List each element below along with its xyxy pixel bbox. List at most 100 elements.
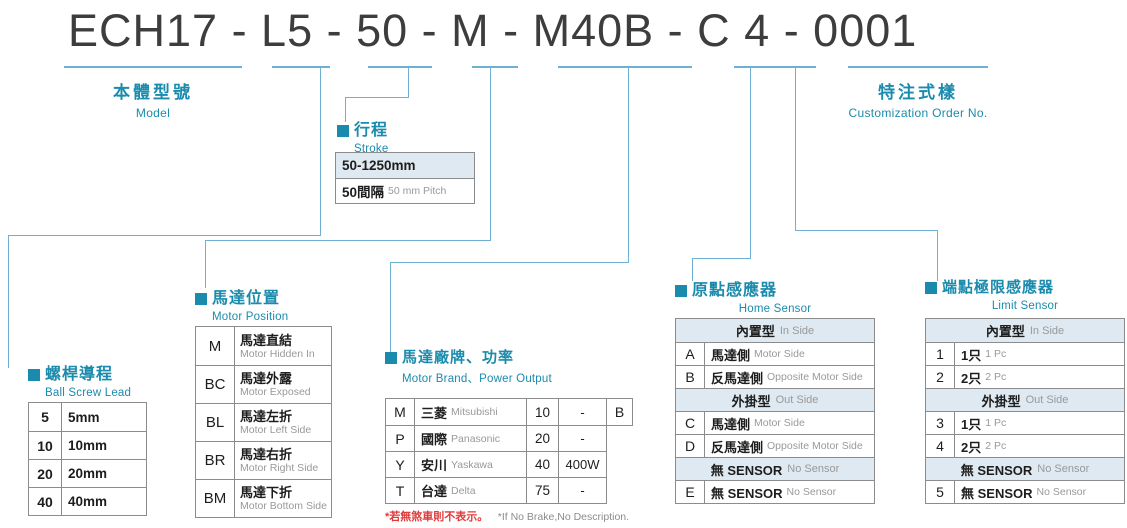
table-row: 5 無 SENSOR No Sensor: [926, 480, 1124, 503]
underline-sensors: [734, 66, 816, 68]
customization-label-zh: 特注式樣: [878, 83, 958, 102]
connector-motor-brand-v2: [390, 262, 391, 352]
position-label: 馬達直結 Motor Hidden In: [234, 327, 331, 365]
table-row: 10 10mm: [29, 431, 146, 459]
label-zh: 2只: [961, 439, 982, 455]
section-label-en: No Sensor: [787, 463, 840, 475]
label-zh: 馬達側: [711, 416, 751, 432]
table-row: 2 2只 2 Pc: [926, 365, 1124, 388]
stroke-header: 行程 Stroke: [337, 116, 388, 155]
section-row: 外掛型 Out Side: [676, 388, 874, 411]
label-zh: 反馬達側: [711, 439, 764, 455]
label-en: Opposite Motor Side: [767, 371, 863, 383]
lead-code: 5: [41, 409, 49, 425]
underline-motor-position: [472, 66, 518, 68]
connector-motor-position-v2: [205, 240, 206, 288]
motor-brand-header: 馬達廠牌、功率 Motor Brand、Power Output: [385, 346, 552, 386]
motor-brand-bullet-icon: [385, 352, 397, 364]
table-row: BL 馬達左折 Motor Left Side: [196, 403, 331, 441]
ball-screw-lead-label-en: Ball Screw Lead: [45, 387, 132, 399]
label-zh: 反馬達側: [711, 370, 764, 386]
label-en: Opposite Motor Side: [767, 440, 863, 452]
position-code: BL: [205, 414, 225, 431]
ball-screw-lead-table: 5 5mm 10 10mm 20 20mm 40 40mm: [28, 402, 147, 516]
brand-code: P: [395, 430, 405, 447]
section-label-en: Out Side: [775, 394, 819, 406]
lead-value: 20mm: [68, 466, 108, 481]
position-label: 馬達右折 Motor Right Side: [234, 442, 331, 479]
table-row: C 馬達側 Motor Side: [676, 411, 874, 434]
label-en: 1 Pc: [985, 348, 1007, 360]
section-label-en: No Sensor: [1037, 463, 1090, 475]
underline-lead: [272, 66, 330, 68]
position-code: M: [208, 337, 222, 355]
connector-motor-brand-v1: [628, 66, 629, 263]
motor-brand-label-en: Motor Brand、Power Output: [402, 373, 552, 385]
table-row: B 反馬達側 Opposite Motor Side: [676, 365, 874, 388]
limit-sensor-label-zh: 端點極限感應器: [942, 279, 1055, 296]
section-row: 無 SENSOR No Sensor: [676, 457, 874, 480]
table-row: E 無 SENSOR No Sensor: [676, 480, 874, 503]
label-en: Motor Exposed: [240, 386, 311, 398]
label-en: No Sensor: [786, 486, 837, 498]
motor-position-table: M 馬達直結 Motor Hidden In BC 馬達外露 Motor Exp…: [195, 326, 332, 518]
label-zh: 馬達外露: [240, 371, 293, 386]
sensor-code: 4: [936, 438, 944, 454]
brand-label: 國際 Panasonic: [414, 426, 526, 451]
motor-position-label-en: Motor Position: [212, 311, 289, 323]
stroke-range-row: 50-1250mm: [336, 153, 474, 178]
stroke-pitch-en: 50 mm Pitch: [388, 185, 447, 197]
power-code: 10: [526, 399, 558, 425]
underline-motor-brand: [558, 66, 692, 68]
home-sensor-bullet-icon: [675, 285, 687, 297]
label-en: 2 Pc: [985, 371, 1007, 383]
brand-label: 三菱 Mitsubishi: [414, 399, 526, 425]
table-row: P 國際 Panasonic 20 -: [386, 425, 606, 451]
section-label-en: In Side: [1029, 324, 1065, 337]
position-code: BR: [204, 452, 226, 469]
position-code: BC: [204, 376, 226, 393]
position-label: 馬達左折 Motor Left Side: [234, 404, 331, 441]
section-label-zh: 外掛型: [981, 393, 1021, 409]
lead-code: 10: [37, 437, 53, 454]
table-row: BR 馬達右折 Motor Right Side: [196, 441, 331, 479]
power-value: -: [558, 426, 606, 451]
label-zh: 馬達右折: [240, 447, 293, 462]
model-label-zh: 本體型號: [113, 83, 193, 102]
home-sensor-label-zh: 原點感應器: [692, 282, 778, 299]
motor-position-label-zh: 馬達位置: [212, 290, 281, 307]
connector-stroke-v2: [345, 97, 346, 122]
connector-motor-position-v1: [490, 66, 491, 241]
model-label-en: Model: [135, 106, 171, 120]
power-value: -: [558, 399, 606, 425]
connector-limit-sensor-h: [795, 230, 938, 231]
power-value: 400W: [558, 452, 606, 477]
motor-brand-label-zh: 馬達廠牌、功率: [402, 349, 515, 366]
sensor-code: B: [685, 369, 695, 385]
label-zh: 無 SENSOR: [961, 485, 1033, 501]
underline-model: [64, 66, 242, 68]
connector-limit-sensor-v2: [937, 230, 938, 281]
table-row: 20 20mm: [29, 459, 146, 487]
stroke-pitch-zh: 50間隔: [342, 185, 385, 200]
position-label: 馬達下折 Motor Bottom Side: [234, 480, 331, 517]
label-en: No Sensor: [1036, 486, 1087, 498]
connector-motor-brand-h: [390, 262, 629, 263]
stroke-bullet-icon: [337, 125, 349, 137]
stroke-table: 50-1250mm 50間隔 50 mm Pitch: [335, 152, 475, 204]
brand-code: M: [394, 404, 406, 420]
brake-note-zh: *若無煞車則不表示。: [385, 511, 489, 523]
power-value: -: [558, 478, 606, 503]
label-zh: 三菱: [421, 405, 448, 421]
stroke-range-value: 50-1250mm: [342, 158, 416, 173]
connector-home-sensor-h: [692, 258, 751, 259]
underline-customization: [848, 66, 988, 68]
label-en: Mitsubishi: [451, 406, 498, 418]
lead-code: 40: [37, 493, 53, 510]
connector-lead-v2: [8, 235, 9, 368]
table-row: M 馬達直結 Motor Hidden In: [196, 327, 331, 365]
limit-sensor-header: 端點極限感應器 Limit Sensor: [925, 276, 1125, 312]
sensor-code: C: [684, 415, 696, 431]
sensor-code: 2: [936, 369, 944, 385]
power-code: 20: [526, 426, 558, 451]
